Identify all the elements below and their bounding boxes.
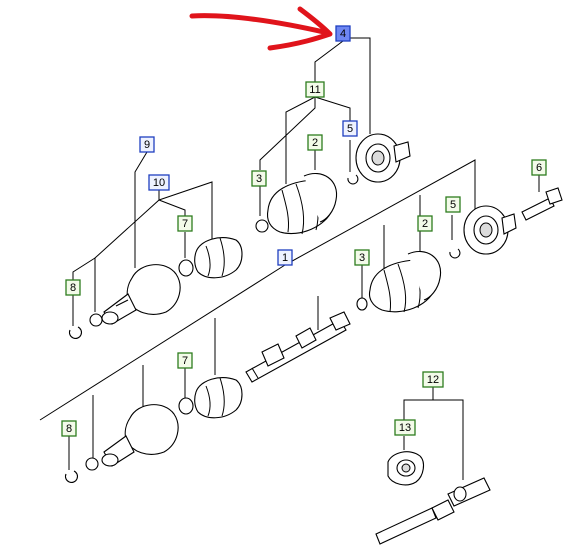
svg-text:7: 7 [182, 218, 188, 230]
svg-text:7: 7 [182, 355, 188, 367]
svg-text:6: 6 [536, 162, 542, 174]
callout-2[interactable]: 2 [417, 215, 433, 232]
callout-5[interactable]: 5 [445, 196, 461, 213]
callout-7[interactable]: 7 [177, 215, 193, 232]
svg-text:2: 2 [312, 137, 318, 149]
boot-right [356, 251, 442, 313]
bolt [521, 187, 563, 221]
boot-top [266, 173, 338, 235]
parts [64, 133, 563, 545]
inner-cv-joint-lower [101, 404, 179, 467]
svg-text:12: 12 [427, 374, 439, 386]
svg-text:5: 5 [450, 199, 456, 211]
svg-text:5: 5 [347, 123, 353, 135]
svg-text:9: 9 [144, 139, 150, 151]
callout-2[interactable]: 2 [307, 134, 323, 151]
callout-3[interactable]: 3 [354, 249, 370, 266]
outer-cv-joint-right [463, 205, 517, 255]
callout-6[interactable]: 6 [531, 159, 547, 176]
callout-4[interactable]: 4 [335, 25, 351, 42]
drive-shaft [245, 311, 351, 383]
leader-lines [39, 37, 540, 480]
callout-labels: 4 11 2 5 3 9 10 7 8 1 3 2 5 6 7 8 12 13 [61, 25, 547, 437]
inner-cv-joint-upper [101, 264, 181, 325]
callout-5[interactable]: 5 [342, 120, 358, 137]
callout-3[interactable]: 3 [251, 170, 267, 187]
callout-10[interactable]: 10 [148, 174, 170, 191]
intermediate-shaft [375, 477, 491, 545]
svg-text:8: 8 [66, 423, 72, 435]
callout-7[interactable]: 7 [177, 352, 193, 369]
snap-ring-right [449, 248, 461, 259]
svg-text:10: 10 [153, 177, 165, 189]
callout-8[interactable]: 8 [61, 420, 77, 437]
svg-text:13: 13 [399, 422, 411, 434]
boot-upper-left [68, 237, 243, 339]
svg-text:3: 3 [256, 173, 262, 185]
callout-13[interactable]: 13 [394, 419, 416, 436]
clip-top [255, 219, 269, 233]
svg-text:11: 11 [309, 84, 320, 96]
svg-text:8: 8 [70, 282, 76, 294]
red-pointer-arrow [189, 6, 333, 51]
callout-12[interactable]: 12 [422, 371, 444, 388]
callout-11[interactable]: 11 [305, 81, 325, 98]
boot-lower-left [64, 377, 243, 483]
snap-ring-top [347, 174, 359, 185]
callout-1[interactable]: 1 [277, 249, 293, 266]
svg-text:4: 4 [340, 28, 346, 40]
callout-8[interactable]: 8 [65, 279, 81, 296]
svg-text:1: 1 [282, 252, 288, 264]
svg-text:2: 2 [422, 218, 428, 230]
svg-text:3: 3 [359, 252, 365, 264]
bearing-housing [387, 451, 425, 486]
outer-cv-joint-top [355, 133, 411, 183]
callout-9[interactable]: 9 [139, 136, 155, 153]
